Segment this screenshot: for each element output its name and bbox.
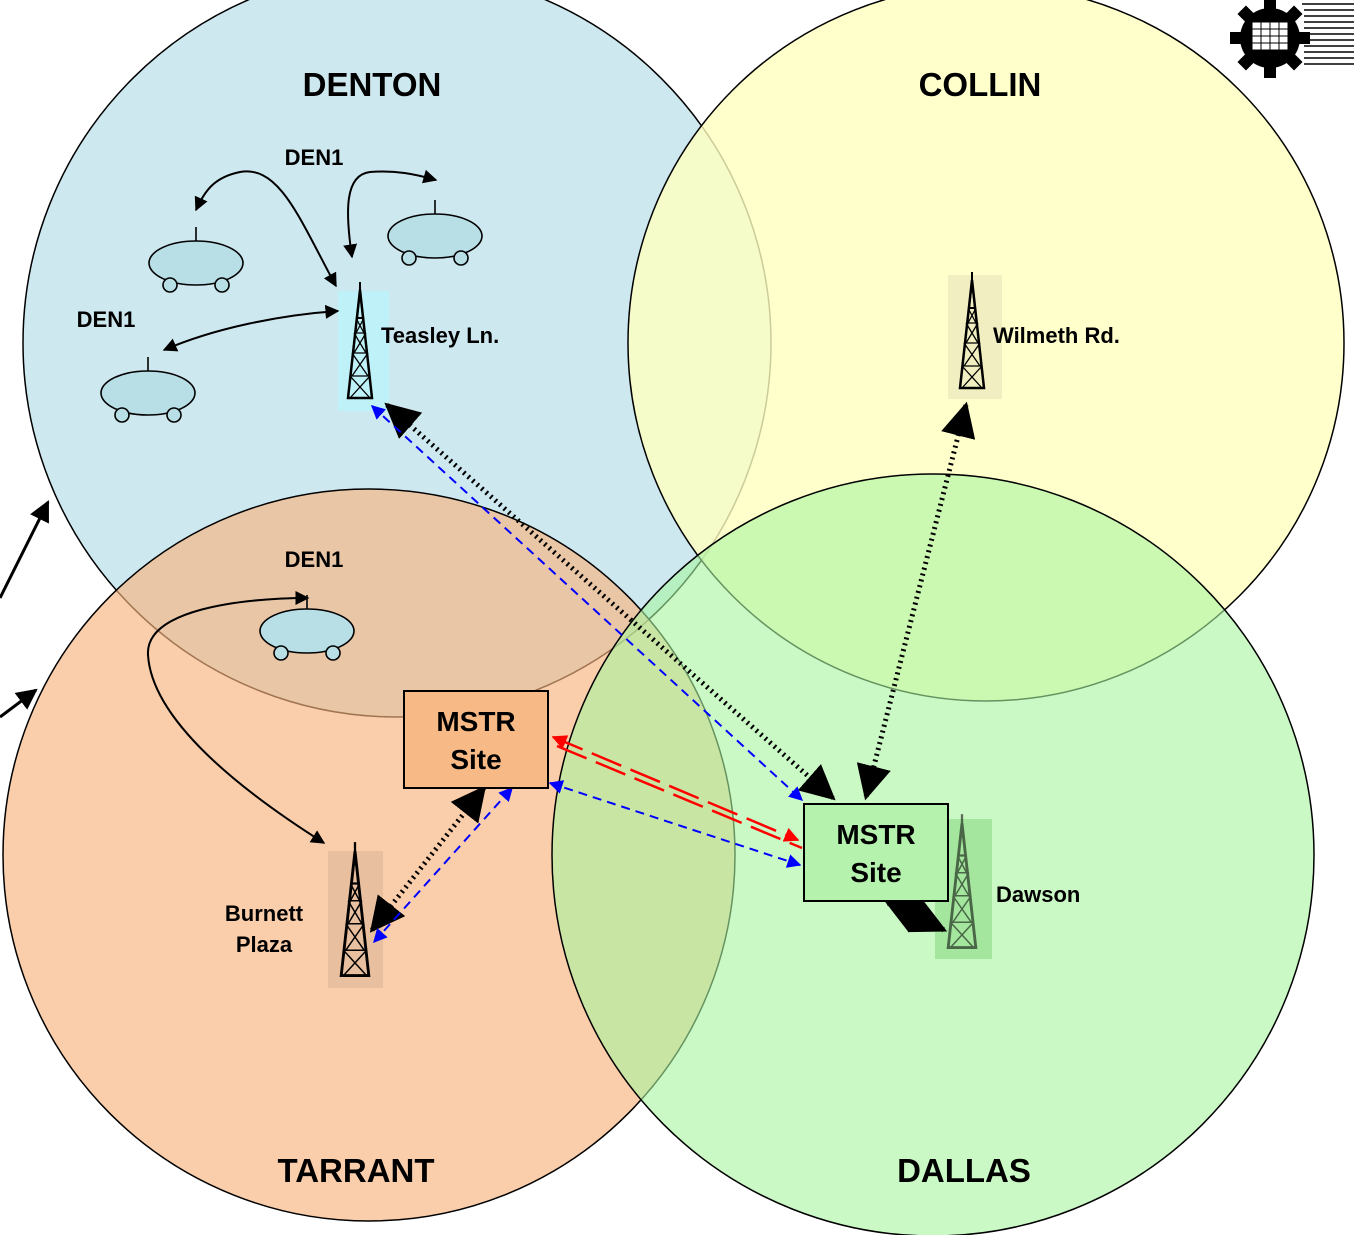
rf-link-burnett — [373, 786, 513, 944]
rf-link-teasley — [370, 405, 804, 801]
master-site-west-line1: MSTR — [436, 706, 515, 737]
gear-logo-icon — [1230, 0, 1354, 78]
talkgroup-label-top: DEN1 — [285, 145, 344, 170]
microwave-link-wilmeth — [856, 401, 976, 801]
edge-arrow-lower — [0, 688, 38, 719]
county-label-collin: COLLIN — [919, 66, 1042, 103]
site-label-dawson: Dawson — [996, 882, 1080, 907]
master-site-west-line2: Site — [450, 744, 501, 775]
county-label-dallas: DALLAS — [897, 1152, 1031, 1189]
site-label-burnett-line2: Plaza — [236, 932, 293, 957]
master-site-east-line2: Site — [850, 857, 901, 888]
master-site-east-line1: MSTR — [836, 819, 915, 850]
master-site-east-box — [803, 803, 949, 902]
edge-arrow-upper — [0, 500, 50, 599]
burnett-tower-background — [328, 851, 383, 988]
site-label-wilmeth: Wilmeth Rd. — [993, 323, 1120, 348]
county-label-denton: DENTON — [303, 66, 442, 103]
call-arrow-den1-a — [194, 170, 337, 288]
county-label-tarrant: TARRANT — [277, 1152, 434, 1189]
talkgroup-label-left: DEN1 — [77, 307, 136, 332]
master-site-west-box — [403, 690, 549, 789]
microwave-link-dawson — [884, 900, 948, 933]
talkgroup-label-tarrant: DEN1 — [285, 547, 344, 572]
site-label-teasley: Teasley Ln. — [381, 323, 499, 348]
call-arrow-den1-b — [343, 169, 438, 259]
teasley-tower-background — [338, 291, 389, 411]
call-arrow-den1-c — [162, 304, 340, 352]
site-label-burnett-line1: Burnett — [225, 901, 304, 926]
call-arrow-den1-tarrant — [146, 591, 326, 844]
